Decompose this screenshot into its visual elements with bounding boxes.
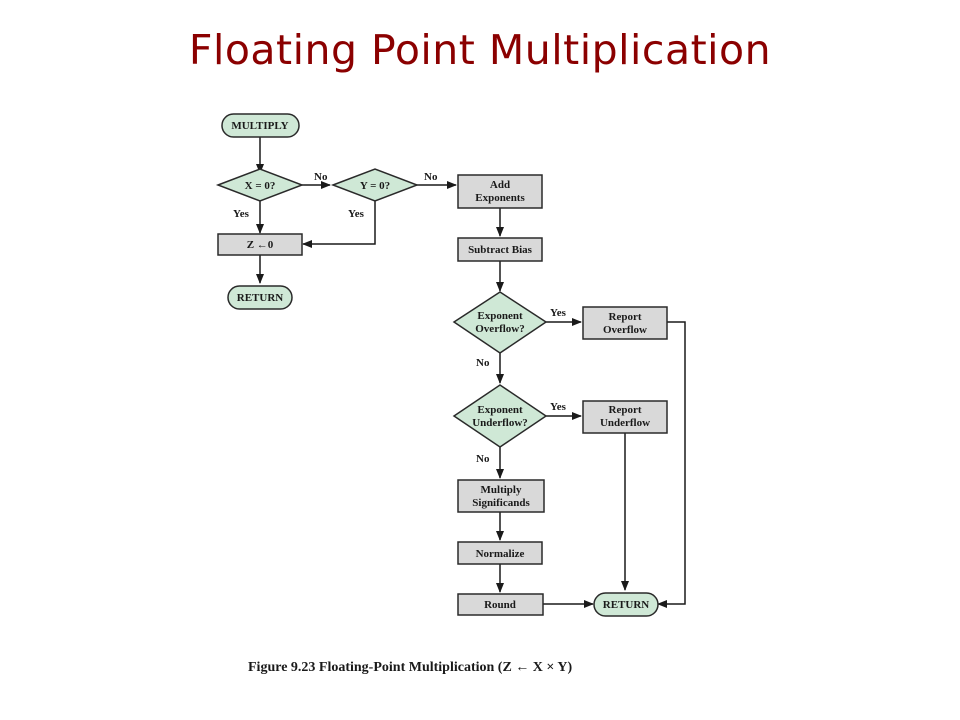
node-multiply-significands-line2: Significands: [472, 497, 530, 509]
node-z-zero-label: Z ←0: [247, 239, 274, 251]
node-normalize-label: Normalize: [476, 548, 525, 560]
node-exponent-overflow-line1: Exponent: [477, 310, 523, 322]
node-add-exponents: Add Exponents: [457, 174, 543, 209]
node-report-underflow-line1: Report: [609, 404, 642, 416]
node-z-zero: Z ←0: [217, 233, 303, 256]
node-normalize: Normalize: [457, 541, 543, 565]
node-subtract-bias: Subtract Bias: [457, 237, 543, 262]
node-return-right-label: RETURN: [603, 599, 650, 611]
node-subtract-bias-label: Subtract Bias: [468, 244, 533, 256]
node-y-zero: Y = 0?: [330, 168, 420, 202]
node-return-left-label: RETURN: [237, 292, 284, 304]
label-over-no: No: [476, 357, 490, 369]
node-report-overflow-line1: Report: [609, 311, 642, 323]
node-multiply-significands-line1: Multiply: [481, 484, 522, 496]
edge-y-yes: [302, 201, 376, 248]
node-report-underflow: Report Underflow: [582, 400, 668, 434]
edge-overflow-to-return: [657, 321, 686, 608]
node-x-zero: X = 0?: [215, 168, 305, 202]
node-exponent-underflow-line2: Underflow?: [472, 417, 528, 429]
node-report-overflow-line2: Overflow: [603, 324, 647, 336]
node-exponent-overflow-line2: Overflow?: [475, 323, 524, 335]
label-under-no: No: [476, 453, 490, 465]
node-report-overflow: Report Overflow: [582, 306, 668, 340]
label-over-yes: Yes: [550, 307, 567, 319]
label-x-yes: Yes: [233, 208, 250, 220]
node-exponent-overflow: Exponent Overflow?: [452, 291, 548, 354]
node-report-underflow-line2: Underflow: [600, 417, 650, 429]
node-return-right: RETURN: [593, 592, 659, 617]
node-start-label: MULTIPLY: [231, 120, 288, 132]
node-add-exponents-line2: Exponents: [475, 192, 525, 204]
label-y-yes: Yes: [348, 208, 365, 220]
node-round-label: Round: [484, 599, 516, 611]
label-under-yes: Yes: [550, 401, 567, 413]
edges: [256, 137, 686, 608]
node-add-exponents-line1: Add: [490, 179, 510, 191]
node-round: Round: [457, 593, 544, 616]
node-return-left: RETURN: [227, 285, 293, 310]
label-y-no: No: [424, 171, 438, 183]
page-title: Floating Point Multiplication: [188, 26, 772, 74]
node-exponent-underflow: Exponent Underflow?: [452, 384, 548, 448]
node-start: MULTIPLY: [221, 113, 300, 138]
figure-caption: Figure 9.23 Floating-Point Multiplicatio…: [248, 660, 572, 675]
node-x-zero-label: X = 0?: [245, 180, 276, 192]
node-exponent-underflow-line1: Exponent: [477, 404, 523, 416]
node-y-zero-label: Y = 0?: [360, 180, 390, 192]
label-x-no: No: [314, 171, 328, 183]
node-multiply-significands: Multiply Significands: [457, 479, 545, 513]
